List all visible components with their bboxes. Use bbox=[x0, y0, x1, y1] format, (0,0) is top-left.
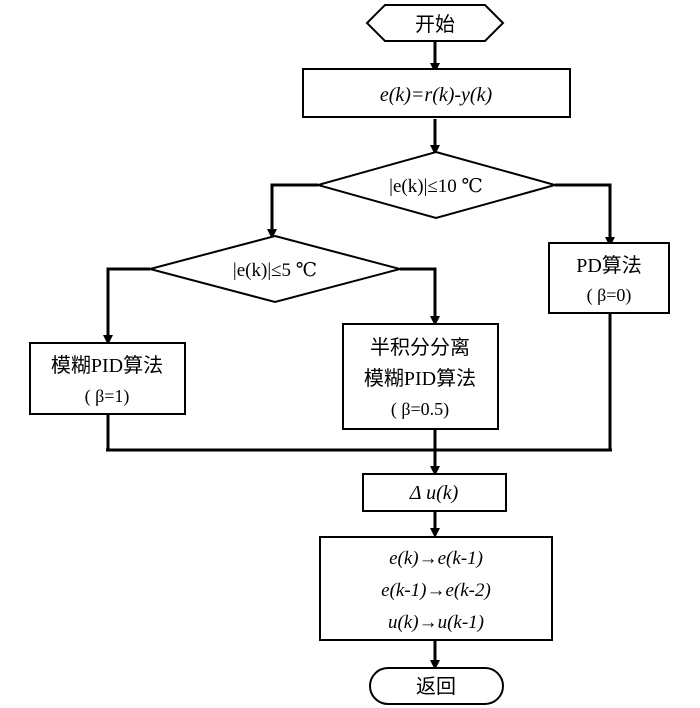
update-label-3: u(k)→u(k-1) bbox=[388, 612, 484, 633]
update-box bbox=[319, 536, 553, 641]
pd-label-1: PD算法 bbox=[576, 254, 642, 277]
cond10-node: |e(k)|≤10 ℃ bbox=[314, 150, 559, 220]
cond5-node: |e(k)|≤5 ℃ bbox=[146, 234, 404, 304]
fuzzy-node: 模糊PID算法 ( β=1) bbox=[29, 342, 186, 415]
error-label: e(k)=r(k)-y(k) bbox=[380, 84, 493, 106]
arrow-cond5-to-fuzzy bbox=[103, 267, 150, 345]
arrow-cond10-to-pd bbox=[555, 183, 615, 247]
error-node: e(k)=r(k)-y(k) bbox=[302, 68, 571, 118]
delta-box bbox=[362, 473, 507, 512]
cond5-diamond bbox=[146, 234, 404, 304]
update-label-1: e(k)→e(k-1) bbox=[389, 548, 483, 569]
fuzzy-box bbox=[29, 342, 186, 415]
error-box bbox=[302, 68, 571, 118]
fuzzy-label-2: ( β=1) bbox=[85, 386, 130, 407]
pd-label-2: ( β=0) bbox=[587, 285, 632, 306]
delta-node: Δ u(k) bbox=[362, 473, 507, 512]
fuzzy-label-1: 模糊PID算法 bbox=[51, 354, 163, 377]
semi-label-2: 模糊PID算法 bbox=[364, 367, 476, 390]
start-node: 开始 bbox=[365, 4, 505, 42]
update-node: e(k)→e(k-1) e(k-1)→e(k-2) u(k)→u(k-1) bbox=[319, 536, 553, 641]
update-label-2: e(k-1)→e(k-2) bbox=[381, 580, 491, 601]
cond10-label: |e(k)|≤10 ℃ bbox=[389, 176, 483, 197]
semi-box bbox=[342, 323, 499, 430]
cond10-diamond bbox=[314, 150, 559, 220]
semi-label-3: ( β=0.5) bbox=[391, 399, 449, 420]
end-node: 返回 bbox=[369, 667, 504, 705]
pd-box bbox=[548, 242, 670, 314]
semi-label-1: 半积分分离 bbox=[370, 336, 470, 359]
end-rounded bbox=[369, 667, 504, 705]
start-label: 开始 bbox=[415, 13, 455, 36]
pd-node: PD算法 ( β=0) bbox=[548, 242, 670, 314]
connectors bbox=[103, 42, 615, 670]
semi-node: 半积分分离 模糊PID算法 ( β=0.5) bbox=[342, 323, 499, 430]
delta-label: Δ u(k) bbox=[409, 482, 459, 504]
arrow-cond5-to-semi bbox=[400, 267, 440, 326]
arrow-cond10-to-cond5 bbox=[267, 183, 318, 239]
end-label: 返回 bbox=[416, 675, 456, 698]
cond5-label: |e(k)|≤5 ℃ bbox=[233, 260, 317, 281]
start-hexagon bbox=[365, 4, 505, 42]
